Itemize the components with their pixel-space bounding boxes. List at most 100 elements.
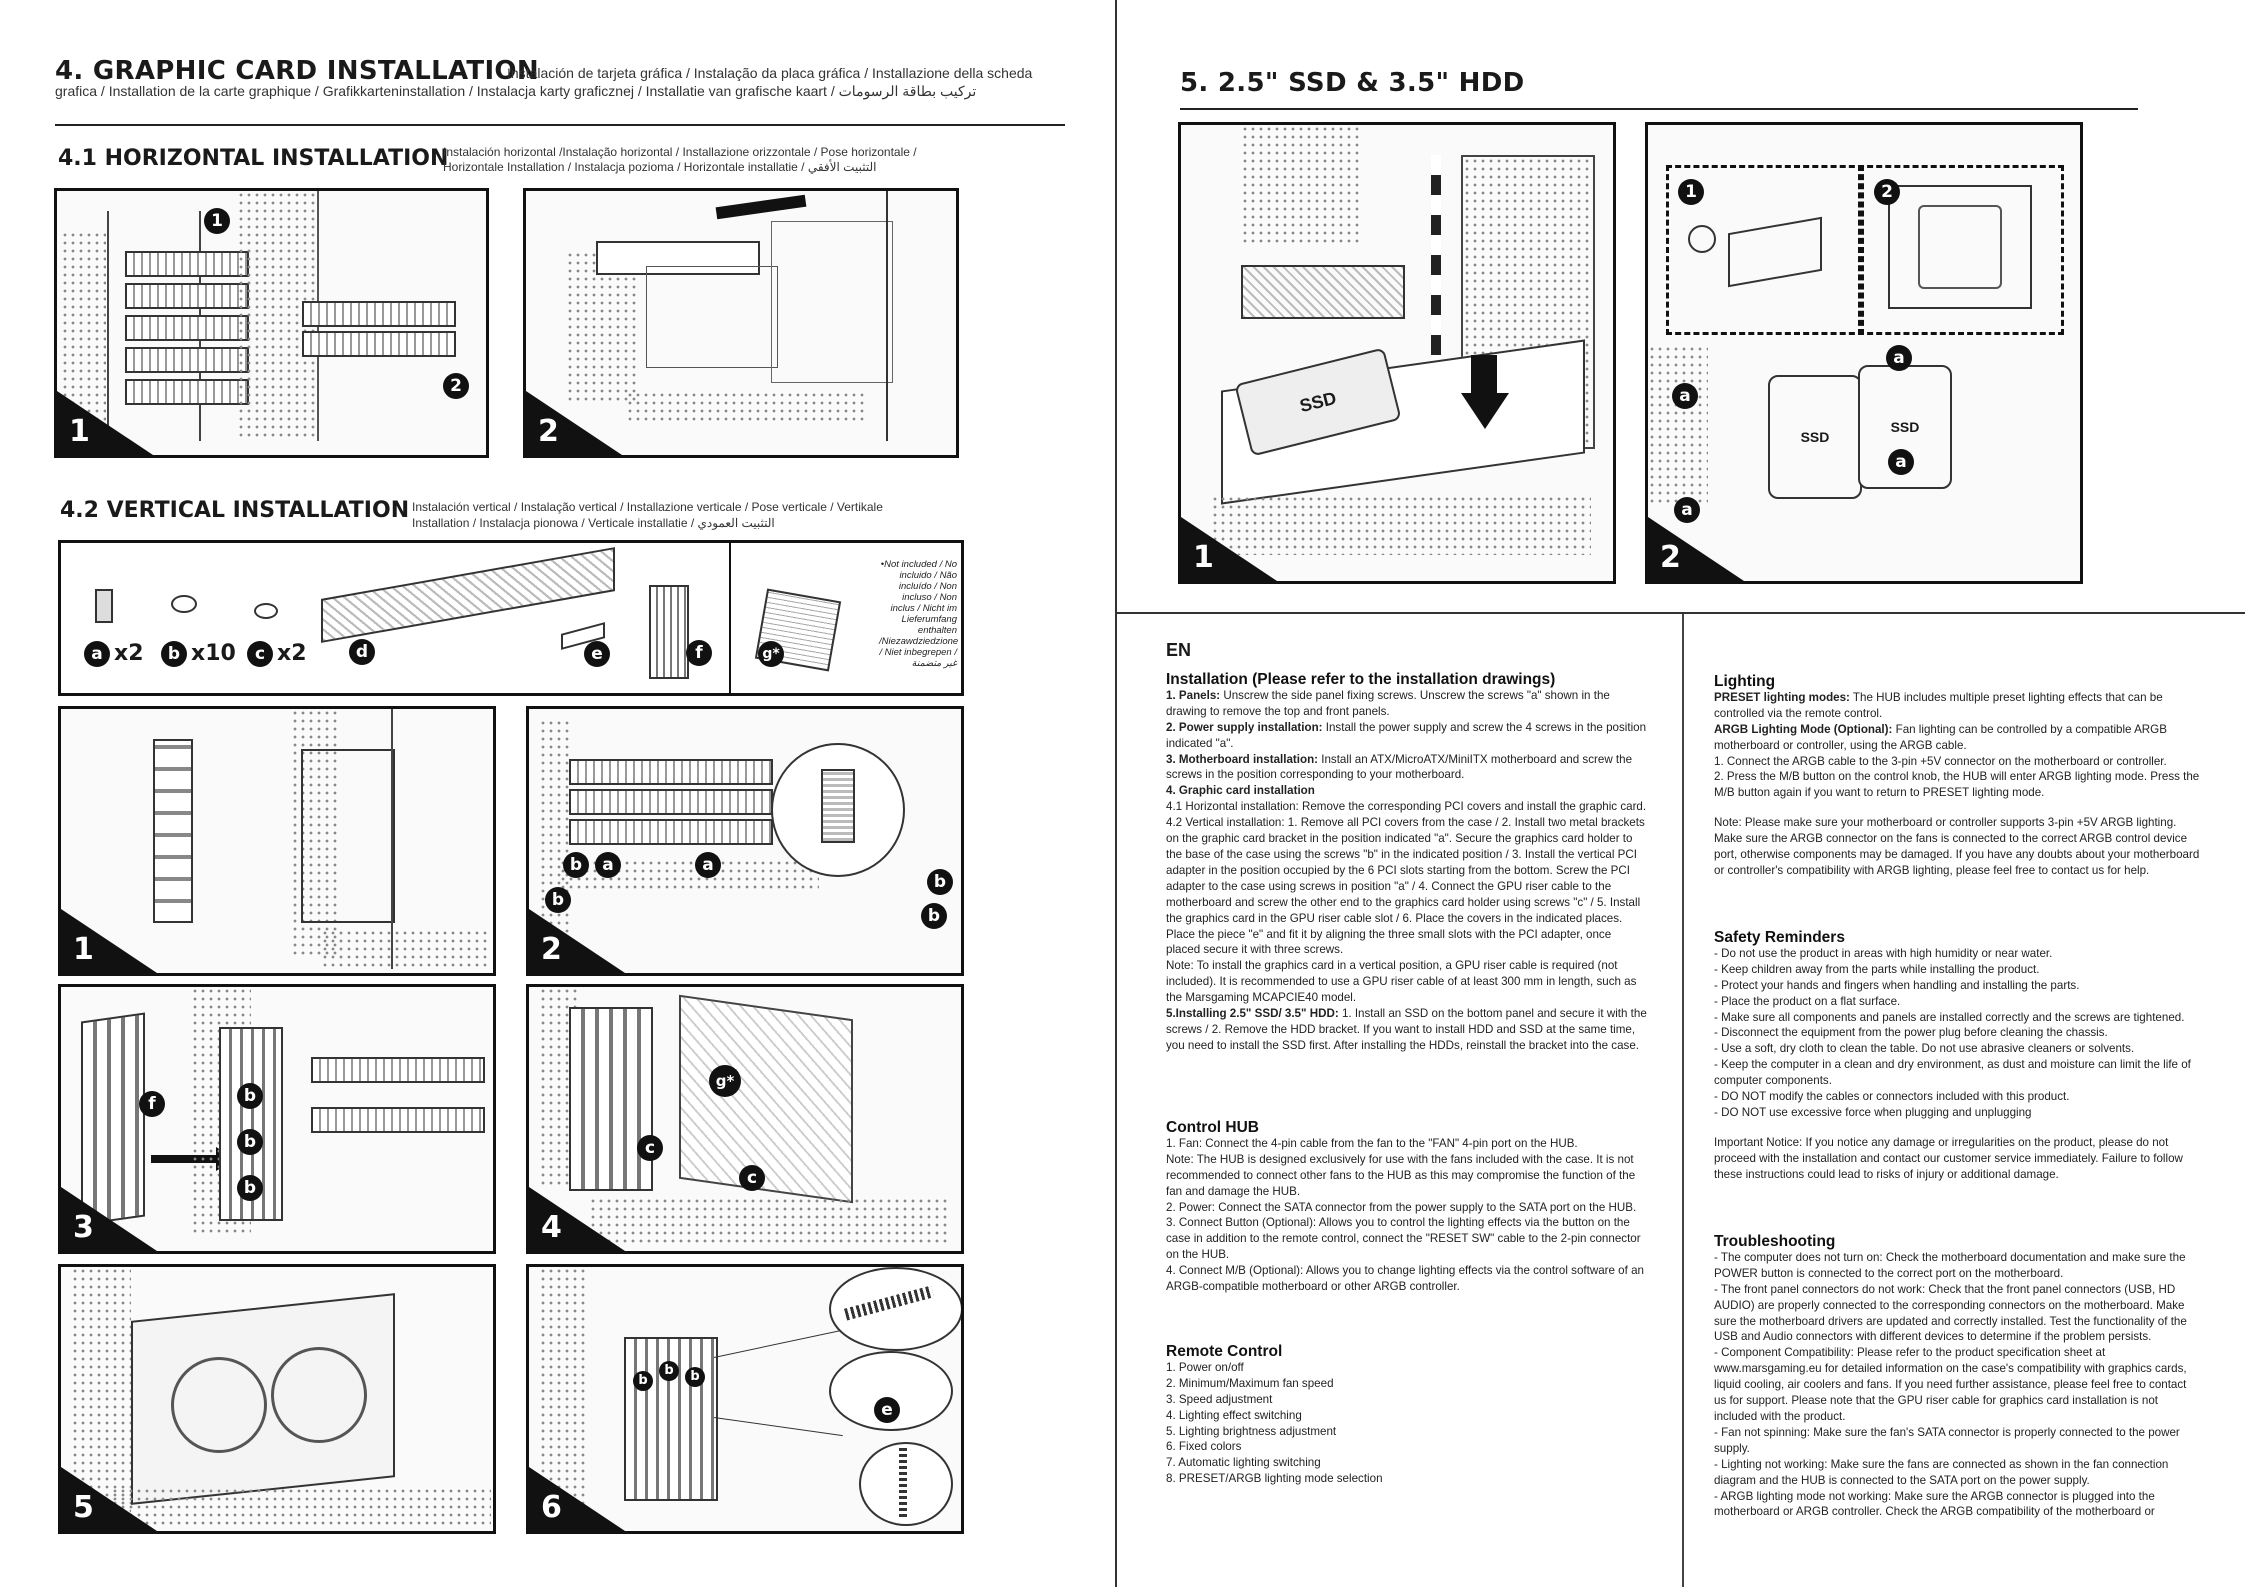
item-text: The HUB includes multiple preset lightin… [1714,690,2163,720]
list-item: - Lighting not working: Make sure the fa… [1714,1457,2169,1487]
section4-subtitle-1: Instalación de tarjeta gráfica / Instala… [507,65,1033,81]
item-lead: 5.Installing 2.5" SSD/ 3.5" HDD: [1166,1007,1339,1021]
list-item: - Disconnect the equipment from the powe… [1714,1026,2108,1040]
troubleshooting-list: - The computer does not turn on: Check t… [1714,1250,2200,1520]
list-item: - Do not use the product in areas with h… [1714,946,2053,960]
vertical-step3-illustration: f b b b 3 [58,984,496,1254]
item-text: 1. Connect the ARGB cable to the 3-pin +… [1714,754,2167,768]
marker-b: b [659,1361,679,1381]
parts-list-box: a x2 b x10 c x2 d e f g* •Not included /… [58,540,964,696]
list-item: 4. Connect M/B (Optional): Allows you to… [1166,1264,1644,1294]
control-hub-section: Control HUB 1. Fan: Connect the 4-pin ca… [1166,1120,1648,1295]
part-c-badge: c [247,641,273,667]
section5-rule [1180,108,2138,110]
marker-b: b [633,1371,653,1391]
vertical-step5-illustration: 5 [58,1264,496,1534]
troubleshooting-title: Troubleshooting [1714,1233,1836,1250]
list-item: 4. Lighting effect switching [1166,1408,1302,1422]
item-lead: 1. Panels: [1166,688,1221,702]
list-item: 5. Lighting brightness adjustment [1166,1424,1337,1438]
troubleshooting-section: Troubleshooting - The computer does not … [1714,1234,2200,1520]
marker-a: a [1886,345,1912,371]
marker-a: a [595,852,621,878]
list-item: - DO NOT use excessive force when pluggi… [1714,1105,2032,1119]
horizontal-step1-illustration: 1 2 1 [54,188,489,458]
part-g-badge: g* [758,641,784,667]
list-item: 4.2 Vertical installation: 1. Remove all… [1166,815,1648,958]
marker-c: c [739,1165,765,1191]
control-hub-list: 1. Fan: Connect the 4-pin cable from the… [1166,1136,1648,1295]
section4-rule [55,124,1065,126]
part-e-badge: e [584,641,610,667]
list-item: 4. Graphic card installation [1166,783,1648,799]
list-item: 7. Automatic lighting switching [1166,1456,1321,1470]
step-number: 1 [73,932,94,967]
marker-b: b [545,887,571,913]
list-item: 3. Motherboard installation: Install an … [1166,752,1648,784]
item-text: Install an ATX/MicroATX/MiniITX motherbo… [1166,752,1633,782]
section41-subtitle-2: Horizontale Installation / Instalacja po… [443,160,877,174]
list-item: PRESET lighting modes: The HUB includes … [1714,690,2200,722]
marker-a: a [1672,383,1698,409]
list-item: 2. Press the M/B button on the control k… [1714,769,2200,801]
part-b-qty: x10 [191,641,236,666]
marker-f: f [139,1091,165,1117]
safety-section: Safety Reminders - Do not use the produc… [1714,930,2200,1183]
safety-title: Safety Reminders [1714,929,1845,946]
step-number: 1 [1193,540,1214,575]
item-text: Note: To install the graphics card in a … [1166,959,1637,1005]
marker-1: 1 [1678,179,1704,205]
step-number: 6 [541,1490,562,1525]
item-text: Unscrew the side panel fixing screws. Un… [1166,688,1610,718]
lighting-list: PRESET lighting modes: The HUB includes … [1714,690,2200,801]
ssd-label: SSD [1768,375,1862,499]
list-item: 1. Power on/off [1166,1360,1244,1374]
control-hub-title: Control HUB [1166,1119,1259,1136]
list-item: - Make sure all components and panels ar… [1714,1010,2185,1024]
marker-g: g* [709,1065,741,1097]
list-item: - The computer does not turn on: Check t… [1714,1250,2186,1280]
marker-b: b [237,1083,263,1109]
marker-b: b [237,1175,263,1201]
item-lead: 4. Graphic card installation [1166,784,1315,798]
list-item: 1. Panels: Unscrew the side panel fixing… [1166,688,1648,720]
marker-c: c [637,1135,663,1161]
list-item: 2. Power supply installation: Install th… [1166,720,1648,752]
section42-subtitle-1: Instalación vertical / Instalação vertic… [412,500,883,514]
list-item: 5.Installing 2.5" SSD/ 3.5" HDD: 1. Inst… [1166,1006,1648,1054]
list-item: 3. Speed adjustment [1166,1392,1273,1406]
section42-title: 4.2 VERTICAL INSTALLATION [60,498,410,523]
remote-control-title: Remote Control [1166,1343,1283,1360]
item-text: 4.2 Vertical installation: 1. Remove all… [1166,816,1645,957]
section42-subtitle-2: Installation / Instalacja pionowa / Vert… [412,516,775,530]
marker-a: a [1888,449,1914,475]
item-lead: 3. Motherboard installation: [1166,752,1319,766]
page-divider [1115,0,1117,1587]
list-item: - ARGB lighting mode not working: Make s… [1714,1489,2155,1519]
hdd-step2-illustration: 1 2 SSD SSD a a a a 2 [1645,122,2083,584]
list-item: - Use a soft, dry cloth to clean the tab… [1714,1042,2135,1056]
part-c-qty: x2 [277,641,307,666]
marker-b: b [921,903,947,929]
installation-section: Installation (Please refer to the instal… [1166,672,1648,1054]
section41-title: 4.1 HORIZONTAL INSTALLATION [58,146,449,171]
part-f-badge: f [686,640,712,666]
marker-2: 2 [1874,179,1900,205]
step-number: 2 [541,932,562,967]
installation-title: Installation (Please refer to the instal… [1166,671,1556,688]
list-item: 1. Connect the ARGB cable to the 3-pin +… [1714,754,2200,770]
step-number: 3 [73,1210,94,1245]
marker-a: a [1674,497,1700,523]
marker-e: e [874,1397,900,1423]
list-item: 2. Power: Connect the SATA connector fro… [1166,1200,1637,1214]
marker-1: 1 [204,208,230,234]
vertical-step2-illustration: b a a b b b 2 [526,706,964,976]
step-number: 2 [538,414,559,449]
column-divider [1682,614,1684,1587]
list-item: 3. Connect Button (Optional): Allows you… [1166,1216,1641,1262]
not-included-note: •Not included / No incluido / Não incluí… [879,559,959,669]
list-item: - Protect your hands and fingers when ha… [1714,978,2080,992]
section41-subtitle-1: Instalación horizontal /Instalação horiz… [443,145,917,159]
item-text: Fan lighting can be controlled by a comp… [1714,722,2167,752]
lighting-section: Lighting PRESET lighting modes: The HUB … [1714,674,2200,879]
